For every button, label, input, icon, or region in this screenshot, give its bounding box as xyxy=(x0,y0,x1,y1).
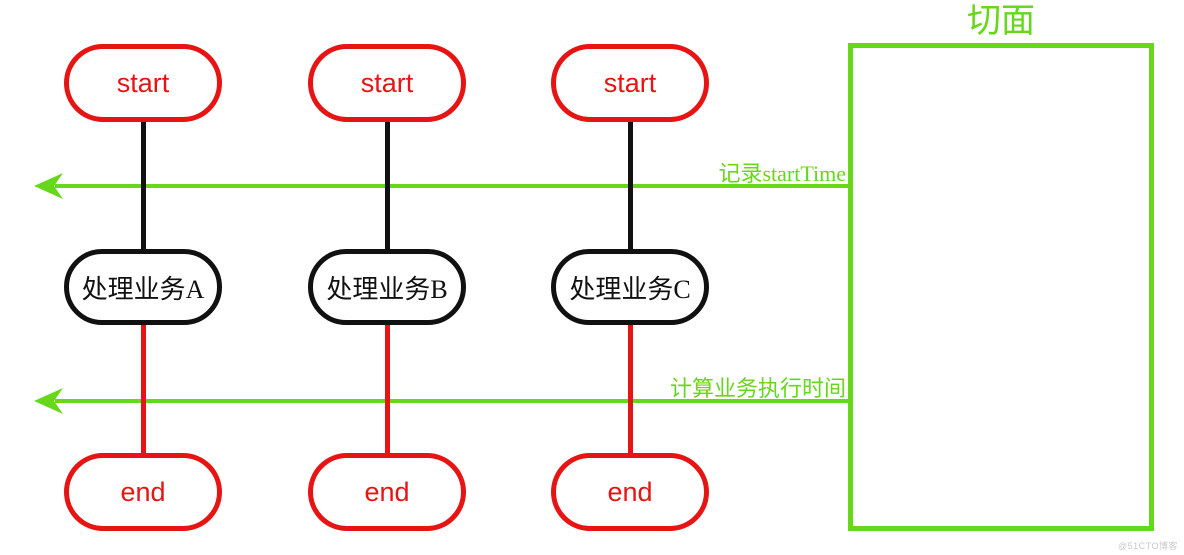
process-node-a: 处理业务A xyxy=(64,249,222,325)
end-node-b: end xyxy=(308,453,466,531)
aspect-arrow-starttime xyxy=(34,173,850,199)
end-node-c: end xyxy=(551,453,709,531)
connector-start-to-process-c xyxy=(628,118,633,254)
aspect-arrow-label-starttime: 记录startTime xyxy=(718,161,846,186)
process-node-b: 处理业务B xyxy=(308,249,466,325)
aspect-title: 切面 xyxy=(967,3,1035,40)
aspect-arrow-exectime xyxy=(34,388,850,414)
connector-process-to-end-a xyxy=(141,321,146,457)
connector-process-to-end-c xyxy=(628,321,633,457)
process-node-c: 处理业务C xyxy=(551,249,709,325)
start-node-c: start xyxy=(551,44,709,122)
aspect-box xyxy=(848,43,1154,531)
connector-start-to-process-b xyxy=(385,118,390,254)
watermark: @51CTO博客 xyxy=(1118,541,1178,551)
start-node-a: start xyxy=(64,44,222,122)
connector-process-to-end-b xyxy=(385,321,390,457)
end-node-a: end xyxy=(64,453,222,531)
start-node-b: start xyxy=(308,44,466,122)
connector-start-to-process-a xyxy=(141,118,146,254)
aspect-arrow-label-exectime: 计算业务执行时间 xyxy=(669,376,846,401)
